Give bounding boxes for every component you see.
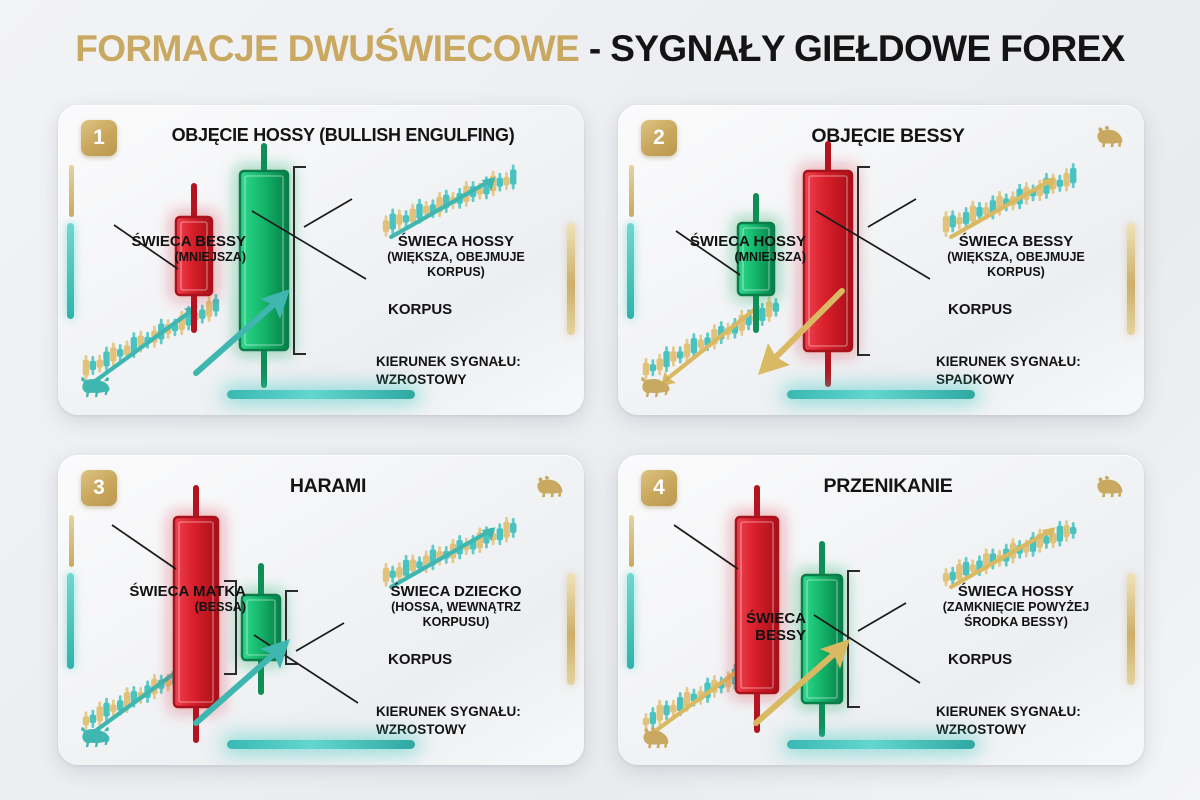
signal-label: KIERUNEK SYGNAŁU:: [376, 704, 521, 719]
mini-trend-chart-top: [380, 513, 566, 597]
mini-trend-chart-top: [940, 513, 1126, 597]
card-number: 2: [653, 126, 665, 149]
card-title: HARAMI: [289, 475, 367, 497]
title-dark-part: - SYGNAŁY GIEŁDOWE FOREX: [588, 28, 1125, 69]
card-grid: 1 OBJĘCIE HOSSY (BULLISH ENGULFING) ŚWIECA…: [58, 105, 1144, 765]
bull-icon: [78, 725, 112, 749]
card-number: 4: [653, 476, 665, 499]
bottom-glow-bar: [787, 740, 975, 749]
left-gold-accent: [629, 515, 634, 567]
left-teal-accent: [67, 573, 74, 669]
left-label-line2: (MNIEJSZA): [734, 250, 806, 265]
left-label-line1: ŚWIECA HOSSY: [689, 233, 806, 250]
right-label-line3: KORPUS): [987, 264, 1045, 279]
left-gold-accent: [69, 515, 74, 567]
mini-trend-chart-bottom: [640, 287, 830, 397]
card-number: 3: [93, 476, 105, 499]
bottom-glow-bar: [787, 390, 975, 399]
right-label-line2: (WIĘKSZA, OBEJMUJE: [947, 250, 1085, 265]
bull-icon: [78, 375, 112, 399]
card-number-badge: 4: [641, 470, 677, 506]
left-label-line1: ŚWIECA MATKA: [129, 583, 246, 600]
left-candle-label: ŚWIECA BESSY(MNIEJSZA): [86, 233, 246, 265]
signal-value: WZROSTOWY: [936, 721, 1027, 737]
page-title: FORMACJE DWUŚWIECOWE - SYGNAŁY GIEŁDOWE …: [0, 28, 1200, 70]
left-gold-accent: [69, 165, 74, 217]
right-label-line3: KORPUSU): [422, 614, 490, 629]
right-gold-accent: [1127, 223, 1135, 335]
signal-label: KIERUNEK SYGNAŁU:: [936, 354, 1081, 369]
bear-icon: [1092, 474, 1126, 498]
signal-label: KIERUNEK SYGNAŁU:: [936, 704, 1081, 719]
left-label-line2: BESSY: [755, 627, 806, 645]
bear-icon: [638, 725, 672, 749]
korpus-label: KORPUS: [948, 651, 1013, 668]
signal-value: SPADKOWY: [936, 371, 1015, 387]
body-label: KORPUS: [948, 651, 1068, 668]
body-label: KORPUS: [388, 651, 508, 668]
left-label-line2: (BESSA): [194, 600, 246, 615]
korpus-label: KORPUS: [388, 301, 453, 318]
signal-direction: KIERUNEK SYGNAŁU: SPADKOWY: [936, 353, 1136, 388]
left-gold-accent: [629, 165, 634, 217]
korpus-label: KORPUS: [388, 651, 453, 668]
card-title: OBJĘCIE HOSSY (BULLISH ENGULFING): [171, 125, 515, 145]
right-gold-accent: [567, 223, 575, 335]
signal-label: KIERUNEK SYGNAŁU:: [376, 354, 521, 369]
left-teal-accent: [627, 573, 634, 669]
korpus-label: KORPUS: [948, 301, 1013, 318]
right-label-line2: (ZAMKNIĘCIE POWYŻEJ: [942, 600, 1090, 615]
signal-direction: KIERUNEK SYGNAŁU: WZROSTOWY: [376, 353, 576, 388]
right-label-line3: ŚRODKA BESSY): [964, 614, 1068, 629]
bear-icon: [1092, 124, 1126, 148]
right-label-line1: ŚWIECA BESSY: [958, 233, 1074, 250]
card-title: OBJĘCIE BESSY: [811, 125, 965, 147]
pattern-card-3[interactable]: 3 HARAMI ŚWIECA MATKA(BESSA) ŚWIECA DZIECKO…: [58, 455, 584, 765]
signal-value: WZROSTOWY: [376, 721, 467, 737]
right-label-line1: ŚWIECA HOSSY: [957, 583, 1075, 600]
right-label-line2: (HOSSA, WEWNĄTRZ: [391, 600, 521, 615]
body-label: KORPUS: [948, 301, 1068, 318]
bottom-glow-bar: [227, 390, 415, 399]
right-gold-accent: [1127, 573, 1135, 685]
mini-trend-chart-top: [940, 163, 1126, 247]
left-label-line1: ŚWIECA BESSY: [131, 233, 246, 250]
card-number-badge: 1: [81, 120, 117, 156]
pattern-card-1[interactable]: 1 OBJĘCIE HOSSY (BULLISH ENGULFING) ŚWIECA…: [58, 105, 584, 415]
right-label-line3: KORPUS): [427, 264, 485, 279]
title-gold-part: FORMACJE DWUŚWIECOWE: [75, 28, 580, 69]
left-label-line2: (MNIEJSZA): [174, 250, 246, 265]
left-teal-accent: [627, 223, 634, 319]
right-label-line1: ŚWIECA DZIECKO: [390, 583, 522, 600]
left-candle-label: ŚWIECA MATKA(BESSA): [86, 583, 246, 615]
signal-value: WZROSTOWY: [376, 371, 467, 387]
card-title: PRZENIKANIE: [823, 475, 953, 497]
mini-trend-chart-top: [380, 163, 566, 247]
left-candle-label: ŚWIECA HOSSY(MNIEJSZA): [646, 233, 806, 265]
bottom-glow-bar: [227, 740, 415, 749]
body-label: KORPUS: [388, 301, 508, 318]
card-number: 1: [93, 126, 105, 149]
right-label-line1: ŚWIECA HOSSY: [397, 233, 515, 250]
bull-icon: [638, 375, 672, 399]
right-label-line2: (WIĘKSZA, OBEJMUJE: [387, 250, 525, 265]
left-label-line1: ŚWIECA: [746, 610, 806, 627]
signal-direction: KIERUNEK SYGNAŁU: WZROSTOWY: [936, 703, 1136, 738]
left-teal-accent: [67, 223, 74, 319]
right-gold-accent: [567, 573, 575, 685]
signal-direction: KIERUNEK SYGNAŁU: WZROSTOWY: [376, 703, 576, 738]
card-number-badge: 3: [81, 470, 117, 506]
bear-icon: [532, 474, 566, 498]
card-number-badge: 2: [641, 120, 677, 156]
